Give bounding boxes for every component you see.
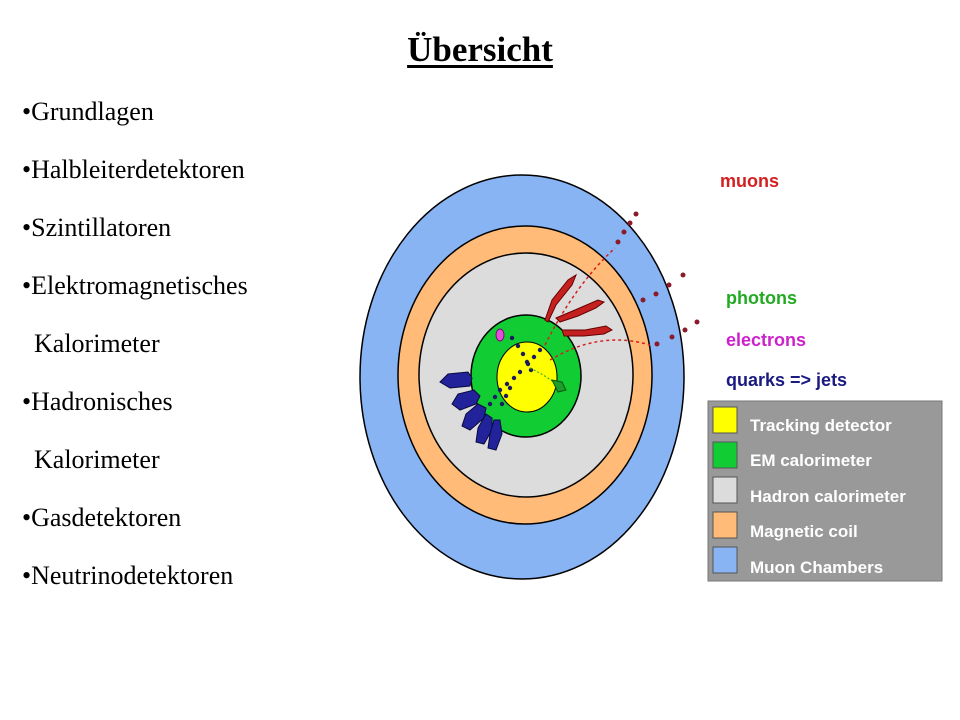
electron-deposit	[495, 328, 505, 342]
jet-hit	[503, 393, 509, 399]
bullet-item: •Szintillatoren	[22, 211, 342, 245]
jet-hit	[525, 361, 531, 367]
bullet-item: •Neutrinodetektoren	[22, 559, 342, 593]
legend-swatch	[712, 546, 738, 574]
electrons-label: electrons	[726, 330, 806, 350]
legend-label: Tracking detector	[750, 416, 892, 435]
muon-hit	[666, 282, 672, 288]
jet-deposit	[439, 371, 473, 389]
jet-hit	[520, 351, 526, 357]
muon-hit	[621, 229, 627, 235]
jet-hit	[497, 387, 503, 393]
hadron-shower	[555, 299, 606, 323]
bullet-text: •Hadronisches	[22, 387, 173, 416]
legend-background	[707, 400, 943, 582]
muon-hit	[669, 334, 675, 340]
legend-label: Hadron calorimeter	[750, 487, 906, 506]
bullet-text: •Elektromagnetisches	[22, 271, 248, 300]
jet-hit	[528, 367, 534, 373]
muon-hit	[653, 291, 659, 297]
legend-item-tracking: Tracking detector	[712, 406, 892, 435]
jet-hit	[499, 401, 505, 407]
muon-hit	[627, 220, 633, 226]
muon-hits	[615, 211, 700, 347]
jets-label: quarks => jets	[726, 370, 847, 390]
muon-hit	[640, 297, 646, 303]
bullet-list: •Grundlagen •Halbleiterdetektoren •Szint…	[22, 95, 342, 617]
jet-hit	[511, 375, 517, 381]
legend-label: Magnetic coil	[750, 522, 858, 541]
legend-label: Muon Chambers	[750, 558, 883, 577]
jet-hit	[537, 347, 543, 353]
muon-hit	[654, 341, 660, 347]
jet-hit	[504, 381, 510, 387]
bullet-continuation: Kalorimeter	[34, 329, 160, 358]
bullet-continuation: Kalorimeter	[34, 445, 160, 474]
bullet-text: •Neutrinodetektoren	[22, 561, 234, 590]
jet-hit	[517, 369, 523, 375]
legend-swatch	[712, 406, 738, 434]
bullet-text: •Grundlagen	[22, 97, 154, 126]
muon-hit	[615, 239, 621, 245]
jet-tracks	[487, 335, 543, 407]
jet-deposits	[439, 371, 503, 451]
tracking-detector-layer	[496, 341, 558, 413]
jet-deposit	[451, 389, 481, 411]
muon-hit	[680, 272, 686, 278]
bullet-text: •Halbleiterdetektoren	[22, 155, 245, 184]
legend-item-coil: Magnetic coil	[712, 511, 858, 541]
muon-track-upper	[544, 247, 616, 346]
jet-hit	[509, 335, 515, 341]
photons-label: photons	[726, 288, 797, 308]
muon-track-lower	[549, 339, 651, 361]
hadron-showers	[544, 273, 613, 337]
muon-hit	[633, 211, 639, 217]
legend-swatch	[712, 476, 738, 504]
bullet-item: •Grundlagen	[22, 95, 342, 129]
muon-tracks	[544, 247, 651, 361]
photon-deposit	[551, 379, 567, 393]
legend-swatch	[712, 441, 738, 469]
hadron-shower	[544, 273, 578, 323]
legend-item-hadron: Hadron calorimeter	[712, 476, 906, 506]
jet-hit	[531, 354, 537, 360]
legend-item-em: EM calorimeter	[712, 441, 872, 470]
muons-label: muons	[720, 171, 779, 191]
jet-hit	[507, 385, 513, 391]
jet-hit	[515, 343, 521, 349]
bullet-item: •Halbleiterdetektoren	[22, 153, 342, 187]
legend: Tracking detector EM calorimeter Hadron …	[707, 400, 943, 582]
bullet-text: •Szintillatoren	[22, 213, 172, 242]
hadron-shower	[561, 325, 613, 337]
jet-hit	[487, 401, 493, 407]
legend-label: EM calorimeter	[750, 451, 872, 470]
jet-deposit	[487, 419, 503, 451]
page-title: Übersicht	[407, 30, 553, 69]
legend-swatch	[712, 511, 738, 539]
bullet-text: •Gasdetektoren	[22, 503, 182, 532]
muon-hit	[682, 327, 688, 333]
jet-hit	[492, 394, 498, 400]
legend-item-muon: Muon Chambers	[712, 546, 883, 577]
bullet-item: •Gasdetektoren	[22, 501, 342, 535]
muon-hit	[694, 319, 700, 325]
